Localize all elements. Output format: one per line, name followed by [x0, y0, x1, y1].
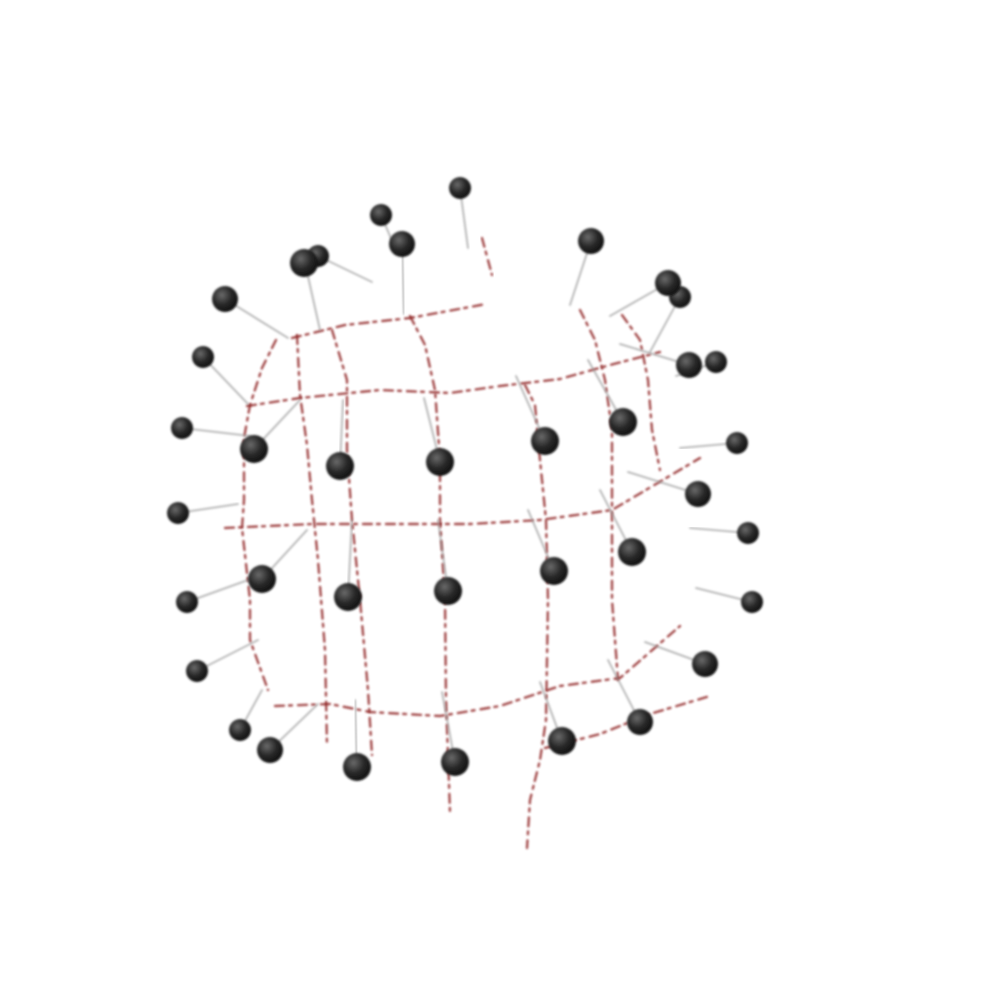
pin-head: [171, 417, 193, 439]
pin-head: [531, 427, 559, 455]
pin-head: [578, 228, 604, 254]
thread-strand: [295, 333, 329, 747]
pin-head: [176, 591, 198, 613]
pin-head: [705, 351, 727, 373]
thread-strand: [480, 236, 494, 277]
pin-head: [343, 753, 371, 781]
pin-head: [192, 346, 214, 368]
thread-strand: [223, 456, 702, 530]
pin-shaft: [181, 427, 251, 437]
pin-heads: [167, 177, 763, 781]
pin-head: [326, 452, 354, 480]
thread-strand: [290, 302, 488, 340]
pin-head: [449, 177, 471, 199]
pin-head: [737, 522, 759, 544]
pin-head: [229, 719, 251, 741]
thread-strand: [240, 338, 278, 692]
pin-head: [290, 249, 318, 277]
pin-head: [741, 591, 763, 613]
pin-head: [426, 448, 454, 476]
pin-shaft: [196, 639, 259, 672]
pin-head: [726, 432, 748, 454]
pin-head: [240, 435, 268, 463]
pin-head: [248, 565, 276, 593]
pin-head: [389, 231, 415, 257]
pin-head: [186, 660, 208, 682]
pin-head: [627, 709, 653, 735]
pin-head: [609, 408, 637, 436]
pin-head: [257, 737, 283, 763]
pin-head: [441, 748, 469, 776]
pin-head: [167, 502, 189, 524]
pin-head: [685, 481, 711, 507]
pin-head: [212, 286, 238, 312]
pin-head: [540, 557, 568, 585]
pin-head: [618, 538, 646, 566]
pin-head: [370, 204, 392, 226]
pin-head: [334, 583, 362, 611]
pin-head: [548, 727, 576, 755]
thread-strand: [273, 624, 682, 718]
pin-head: [676, 352, 702, 378]
thread-strand: [408, 314, 452, 814]
thread-strand: [620, 313, 662, 472]
pin-head: [655, 270, 681, 296]
pin-head: [692, 651, 718, 677]
pin-head: [434, 577, 462, 605]
